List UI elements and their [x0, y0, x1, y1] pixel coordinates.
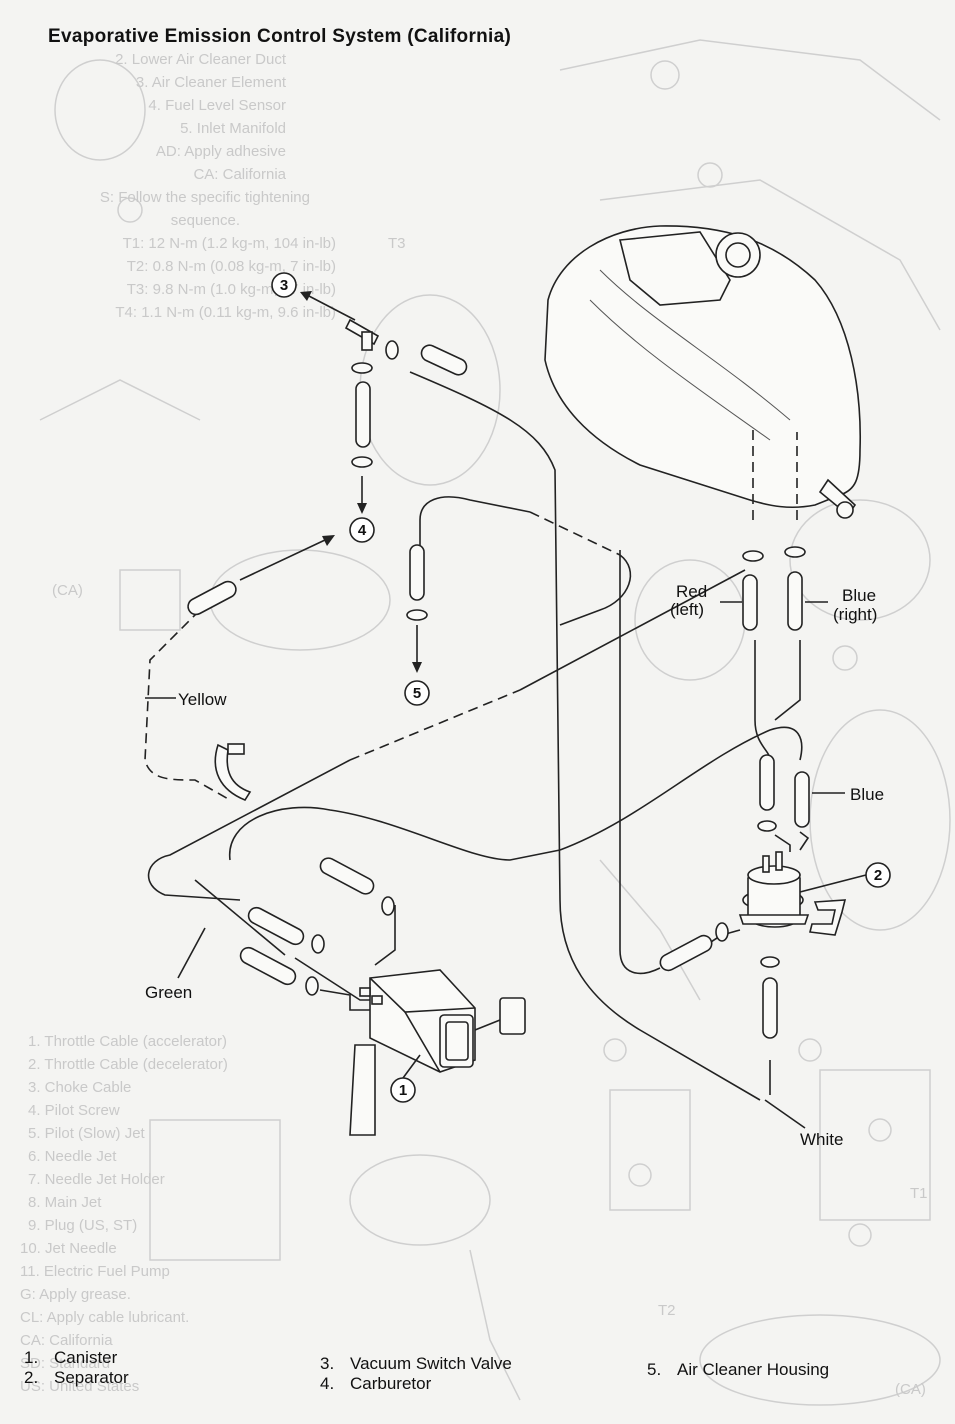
vacuum-switch-valve-fitting: [344, 318, 380, 351]
legend-item: 1. Canister: [24, 1348, 129, 1368]
ghost-mark: (CA): [52, 582, 83, 599]
ghost-line: 2. Lower Air Cleaner Duct: [115, 51, 287, 68]
ghost-line: 5. Pilot (Slow) Jet: [28, 1125, 146, 1142]
ghost-line: 8. Main Jet: [28, 1194, 102, 1211]
ghost-line: 9. Plug (US, ST): [28, 1217, 137, 1234]
ghost-line: S: Follow the specific tightening: [100, 189, 310, 206]
ghost-line: sequence.: [171, 212, 240, 229]
ghost-line: US: United States: [20, 1378, 139, 1395]
ghost-line: 3. Air Cleaner Element: [136, 74, 287, 91]
canister: [349, 969, 526, 1136]
ghost-mark: (CA): [895, 1381, 926, 1398]
legend-number: 4.: [320, 1374, 335, 1393]
ghost-line: 5. Inlet Manifold: [180, 120, 286, 137]
ghost-line: 10. Jet Needle: [20, 1240, 117, 1257]
callout-5-number: 5: [413, 685, 421, 702]
legend-number: 3.: [320, 1354, 335, 1373]
ghost-line: 7. Needle Jet Holder: [28, 1171, 165, 1188]
ghost-line: T4: 1.1 N-m (0.11 kg-m, 9.6 in-lb): [115, 304, 336, 321]
callout-2-number: 2: [874, 867, 882, 884]
legend-label: Vacuum Switch Valve: [350, 1354, 512, 1373]
hose-clip-tab: [227, 743, 245, 755]
ghost-mark: T3: [388, 235, 406, 252]
ghost-line: 4. Fuel Level Sensor: [148, 97, 286, 114]
legend-label: Separator: [54, 1368, 129, 1387]
hose-label-red: Red: [676, 582, 707, 601]
legend-label: Carburetor: [350, 1374, 432, 1393]
hose-label-green: Green: [145, 983, 192, 1002]
ghost-line: SD: Standard: [20, 1355, 110, 1372]
ghost-line: CL: Apply cable lubricant.: [20, 1309, 189, 1326]
ghost-line: CA: California: [20, 1332, 113, 1349]
ghost-line: 2. Throttle Cable (decelerator): [28, 1056, 228, 1073]
legend-item: 4. Carburetor: [320, 1374, 512, 1394]
ghost-line: 4. Pilot Screw: [28, 1102, 120, 1119]
ghost-line: 11. Electric Fuel Pump: [20, 1263, 170, 1280]
ghost-line: 1. Throttle Cable (accelerator): [28, 1033, 227, 1050]
hose-clip: [214, 743, 252, 801]
hose-label-blue: Blue: [842, 586, 876, 605]
callout-3: 3: [271, 272, 297, 298]
legend-item: 5. Air Cleaner Housing: [647, 1360, 829, 1380]
callout-1-number: 1: [399, 1082, 407, 1099]
legend-column-1: 1. Canister 2. Separator: [24, 1348, 129, 1388]
hose-label-red-left: (left): [670, 600, 704, 619]
ghost-mark: T1: [910, 1185, 928, 1202]
ghost-line: T1: 12 N-m (1.2 kg-m, 104 in-lb): [123, 235, 336, 252]
page-title: Evaporative Emission Control System (Cal…: [48, 26, 512, 47]
legend-item: 3. Vacuum Switch Valve: [320, 1354, 512, 1374]
background-ghost-text: 2. Lower Air Cleaner Duct 3. Air Cleaner…: [20, 51, 928, 1398]
legend-label: Canister: [54, 1348, 118, 1367]
ghost-line: T2: 0.8 N-m (0.08 kg-m, 7 in-lb): [127, 258, 336, 275]
hose-clamps: [305, 340, 806, 996]
ghost-mark: T2: [658, 1302, 676, 1319]
callout-4-number: 4: [358, 522, 367, 539]
callout-4: 4: [349, 517, 375, 543]
legend-column-2: 3. Vacuum Switch Valve 4. Carburetor: [320, 1354, 512, 1394]
ghost-line: AD: Apply adhesive: [156, 143, 286, 160]
separator: [738, 831, 847, 936]
hose-routing: [144, 291, 803, 1101]
fuel-tank: [544, 225, 862, 520]
ghost-line: CA: California: [193, 166, 286, 183]
background-ghost-drawing: [39, 39, 951, 1406]
ghost-line: 6. Needle Jet: [28, 1148, 117, 1165]
hose-segments: [187, 344, 810, 1039]
legend-number: 5.: [647, 1360, 662, 1379]
callout-3-number: 3: [280, 277, 288, 294]
hose-labels: Red (left) Blue (right) Yellow Blue Gree…: [145, 582, 884, 1149]
hose-label-white: White: [800, 1130, 843, 1149]
hose-label-yellow: Yellow: [178, 690, 227, 709]
hose-label-blue-right: (right): [833, 605, 877, 624]
callout-5: 5: [404, 680, 430, 706]
legend-column-3: 5. Air Cleaner Housing: [647, 1360, 829, 1380]
ghost-line: 3. Choke Cable: [28, 1079, 131, 1096]
legend-label: Air Cleaner Housing: [677, 1360, 830, 1379]
legend-item: 2. Separator: [24, 1368, 129, 1388]
callout-1: 1: [390, 1054, 421, 1103]
ghost-line: G: Apply grease.: [20, 1286, 131, 1303]
legend-number: 1.: [24, 1348, 39, 1367]
callout-2: 2: [799, 862, 891, 893]
legend-number: 2.: [24, 1368, 39, 1387]
hose-label-blue-lower: Blue: [850, 785, 884, 804]
